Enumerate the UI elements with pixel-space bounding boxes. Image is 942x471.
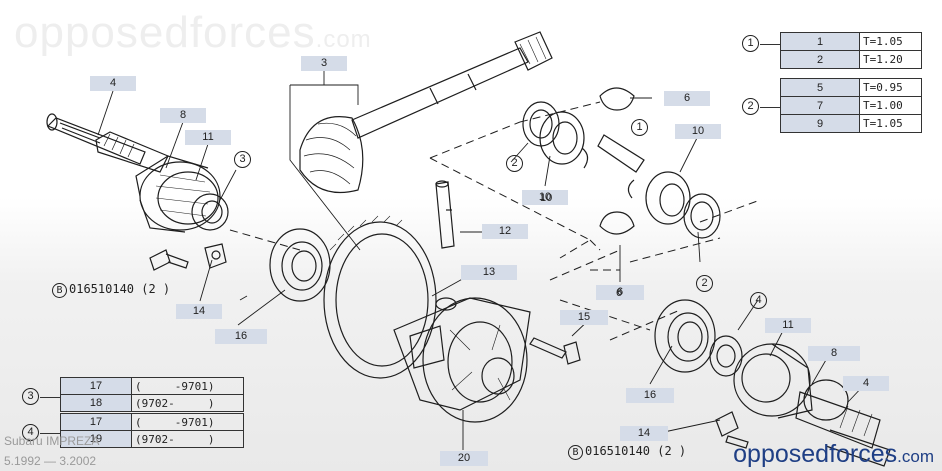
callout-10-top[interactable]: 10 — [675, 124, 721, 139]
thickness-cell: T=1.05 — [859, 32, 922, 51]
callout-14-right[interactable]: 14 — [620, 426, 668, 441]
range-cell: ( -9701) — [131, 413, 244, 431]
table-row: 19(9702- ) — [60, 430, 244, 448]
right-side-housing — [715, 343, 891, 467]
watermark-top: opposedforces.com — [14, 8, 372, 57]
ring-label-1: 1 — [631, 119, 648, 136]
right-bearing — [654, 299, 743, 377]
drive-pinion-shaft — [299, 31, 553, 194]
callout-8-right[interactable]: 8 — [808, 346, 860, 361]
callout-15[interactable]: 15 — [560, 310, 608, 325]
label-6-pinion: 6 — [616, 287, 623, 299]
callout-14-left[interactable]: 14 — [176, 304, 222, 319]
callout-6-top[interactable]: 6 — [664, 91, 710, 106]
callout-16-right[interactable]: 16 — [626, 388, 674, 403]
pinion-pin — [435, 180, 455, 249]
part-cell[interactable]: 2 — [780, 50, 860, 69]
left-bolt — [149, 243, 227, 271]
callout-10-mid[interactable]: 10 — [522, 190, 568, 205]
callout-4-right[interactable]: 4 — [843, 376, 889, 391]
date-group-4-link — [40, 433, 60, 434]
part-cell[interactable]: 5 — [780, 78, 860, 97]
range-cell: ( -9701) — [131, 377, 244, 395]
date-table-3: 17( -9701) 18(9702- ) — [60, 377, 244, 412]
callout-4-top[interactable]: 4 — [90, 76, 136, 91]
callout-8-top[interactable]: 8 — [160, 108, 206, 123]
vehicle-model: Subaru IMPREZA — [4, 434, 100, 448]
bolt-15 — [529, 337, 581, 365]
part-cell[interactable]: 7 — [780, 96, 860, 115]
assembly-guide-lines — [229, 101, 761, 341]
label-10-washer: 10 — [540, 192, 553, 204]
spec-group-1-link — [760, 44, 782, 45]
range-cell: (9702- ) — [131, 430, 244, 448]
callout-20[interactable]: 20 — [440, 451, 488, 466]
thickness-cell: T=1.05 — [859, 114, 922, 133]
date-group-3-link — [40, 397, 60, 398]
part-cell[interactable]: 19 — [60, 430, 132, 448]
ring-label-2-upper: 2 — [506, 155, 523, 172]
part-cell[interactable]: 1 — [780, 32, 860, 51]
spec-group-2-marker: 2 — [742, 98, 759, 115]
spec-group-1-marker: 1 — [742, 35, 759, 52]
callout-12[interactable]: 12 — [482, 224, 528, 239]
date-group-4-marker: 4 — [22, 424, 39, 441]
part-cell[interactable]: 17 — [60, 377, 132, 395]
ring-label-3-left: 3 — [234, 151, 251, 168]
ring-label-4-right: 4 — [750, 292, 767, 309]
spec-group-2-link — [760, 107, 782, 108]
callout-3-top[interactable]: 3 — [301, 56, 347, 71]
ring-label-2-lower: 2 — [696, 275, 713, 292]
left-side-housing — [135, 155, 229, 233]
watermark-bottom-right: opposedforces.com — [733, 440, 934, 468]
table-row: 18(9702- ) — [60, 394, 244, 412]
range-cell: (9702- ) — [131, 394, 244, 412]
table-row: 17( -9701) — [60, 377, 244, 395]
part-cell[interactable]: 17 — [60, 413, 132, 431]
callout-6-bottom[interactable]: 6 — [596, 285, 644, 300]
callout-13[interactable]: 13 — [461, 265, 517, 280]
thickness-cell: T=1.00 — [859, 96, 922, 115]
pinion-mate-gears — [522, 87, 721, 239]
ring-gear-and-case — [323, 215, 531, 423]
callout-11-right[interactable]: 11 — [765, 318, 811, 333]
left-bearing — [269, 228, 331, 302]
callout-11-top[interactable]: 11 — [185, 130, 231, 145]
part-cell[interactable]: 18 — [60, 394, 132, 412]
date-group-3-marker: 3 — [22, 388, 39, 405]
thickness-cell: T=1.20 — [859, 50, 922, 69]
left-axle-shaft — [46, 113, 169, 173]
callout-16-left[interactable]: 16 — [215, 329, 267, 344]
production-period: 5.1992 — 3.2002 — [4, 454, 97, 468]
thickness-cell: T=0.95 — [859, 78, 922, 97]
date-table-4: 17( -9701) 19(9702- ) — [60, 413, 244, 448]
table-row: 17( -9701) — [60, 413, 244, 431]
part-cell[interactable]: 9 — [780, 114, 860, 133]
